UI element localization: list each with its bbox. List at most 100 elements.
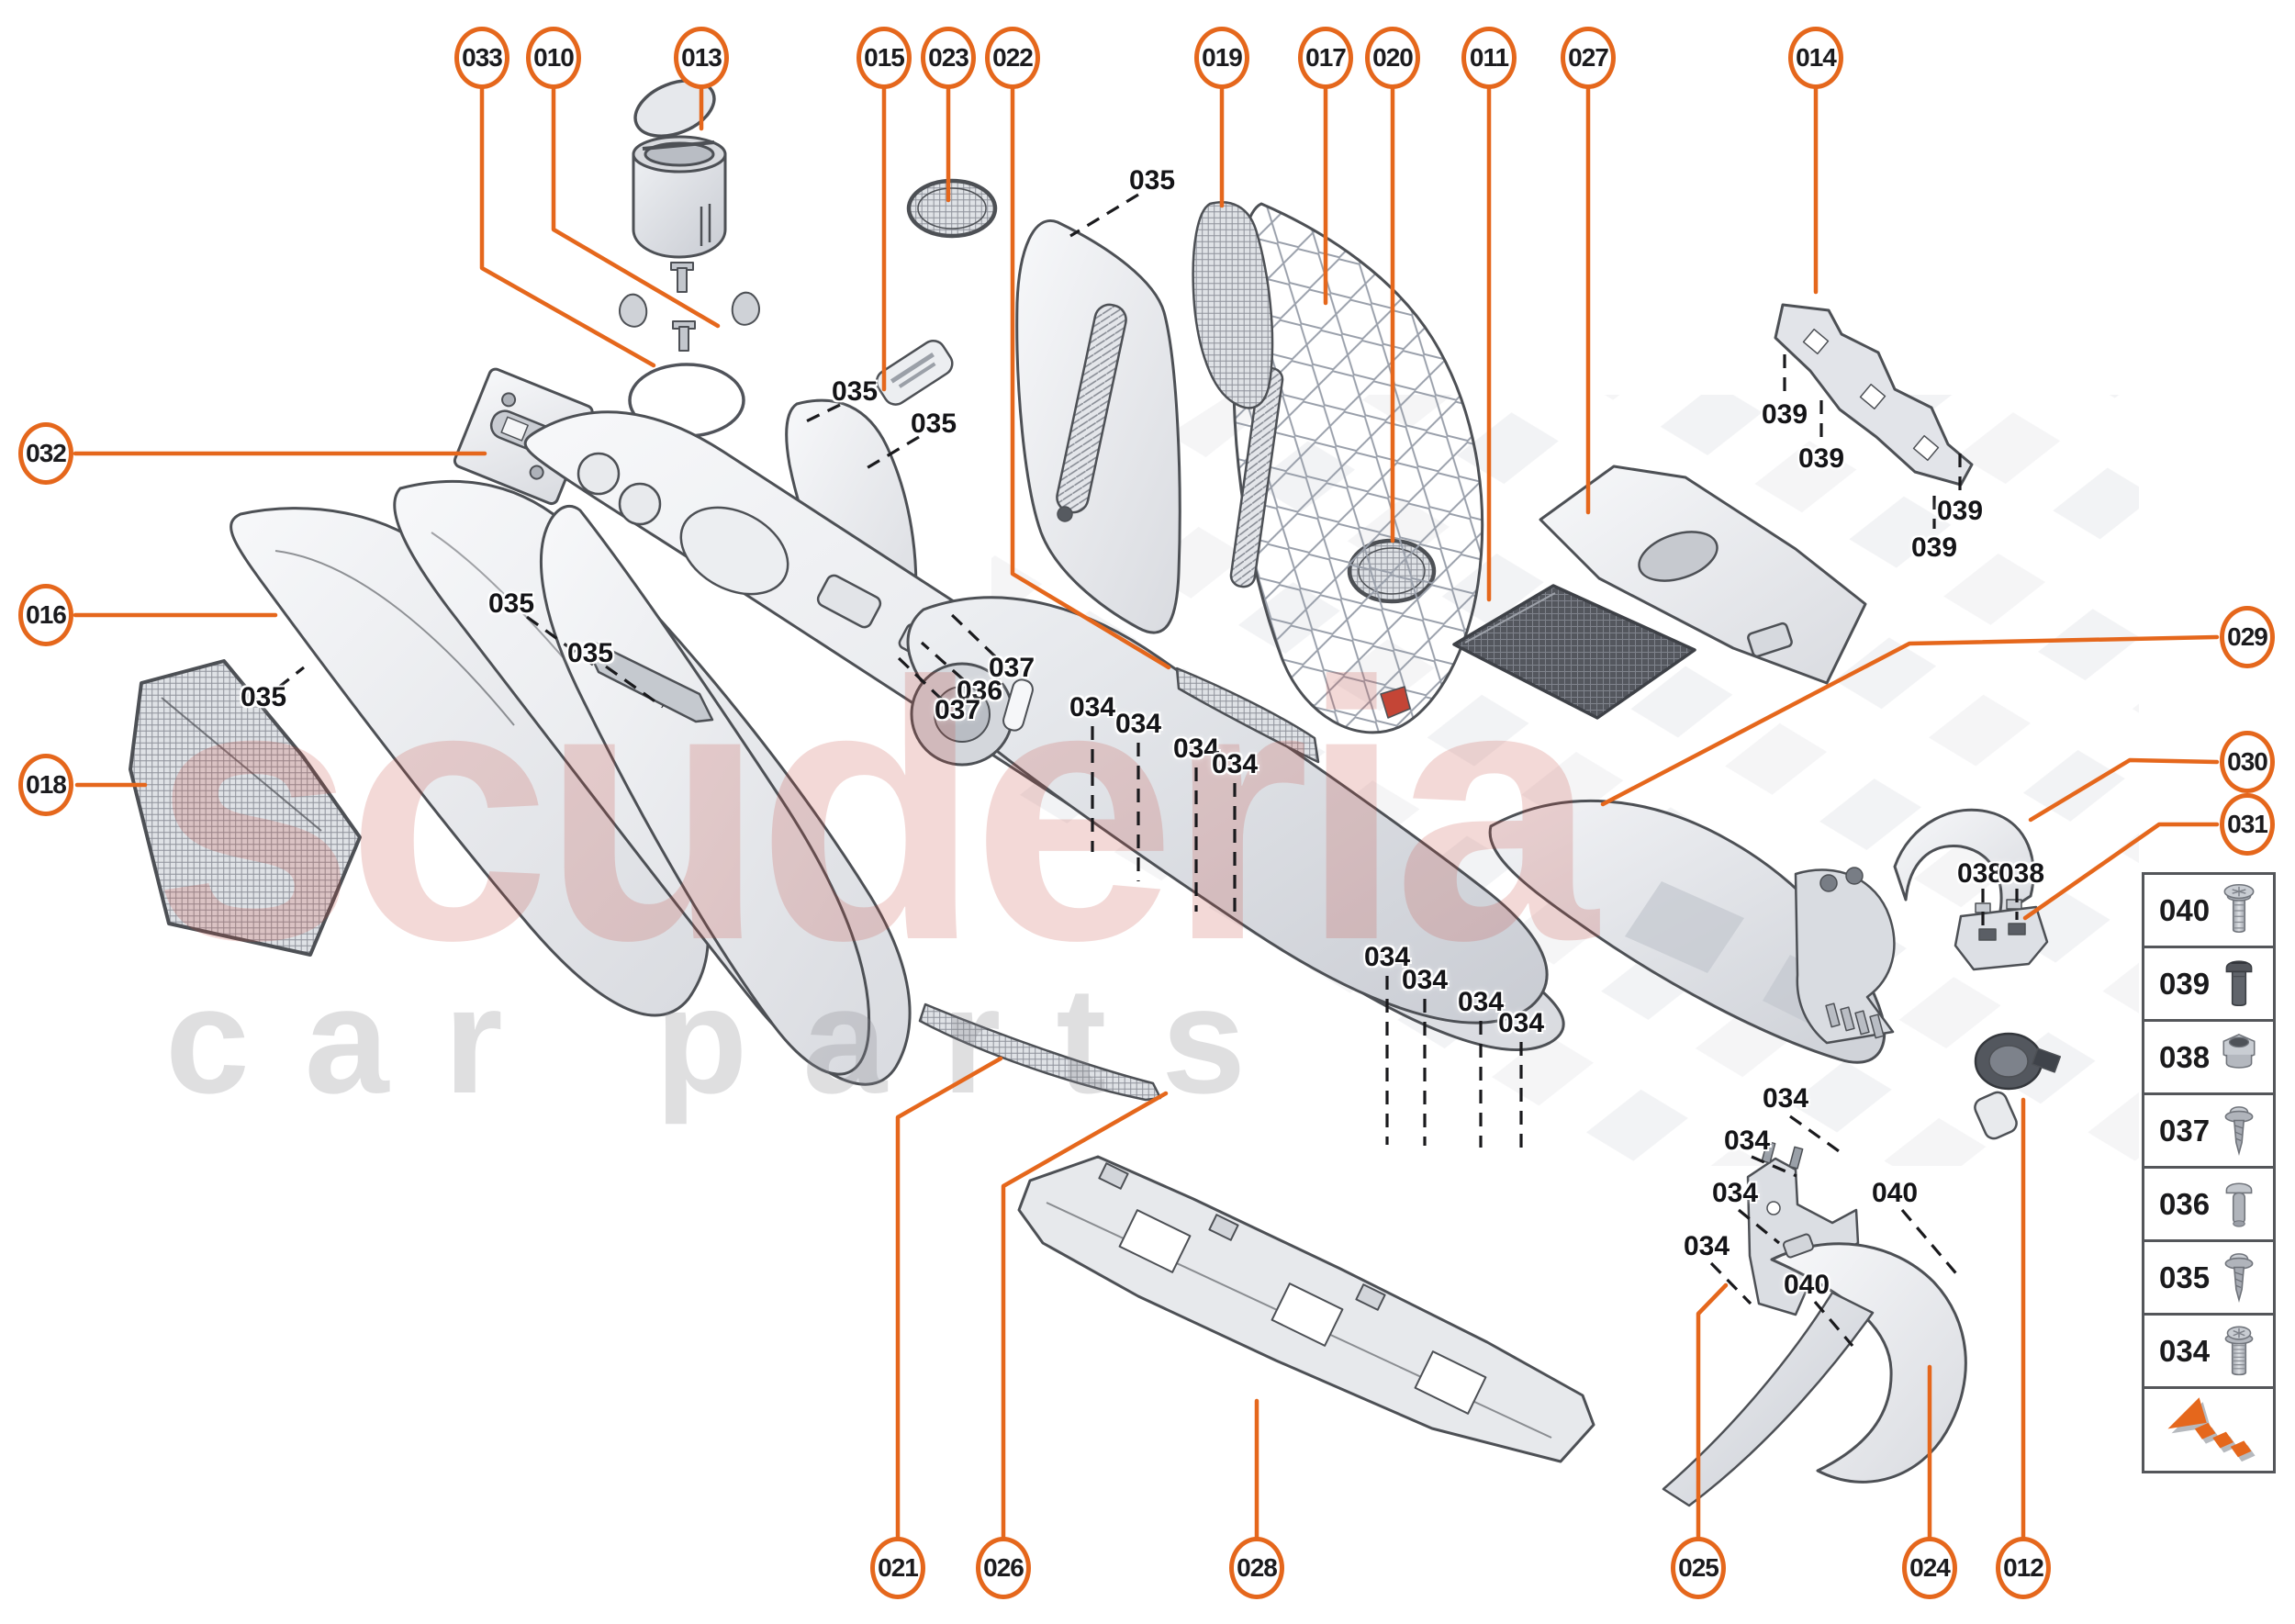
callout-024[interactable]: 024 (1902, 1537, 1957, 1599)
dashed-pointer-035-0 (1069, 193, 1139, 238)
leader-line-029 (1600, 634, 2220, 807)
callout-022[interactable]: 022 (985, 27, 1040, 89)
callout-number: 025 (1678, 1553, 1719, 1582)
callout-030[interactable]: 030 (2220, 731, 2275, 793)
callout-number: 016 (26, 600, 67, 629)
part-bottom-support-tray (1017, 1155, 1595, 1463)
part-number-label-040: 040 (1871, 1178, 1919, 1208)
part-number-label-039: 039 (1936, 496, 1984, 526)
legend-row-035[interactable]: 035 (2144, 1242, 2273, 1316)
legend-row-036[interactable]: 036 (2144, 1169, 2273, 1242)
callout-014[interactable]: 014 (1788, 27, 1843, 89)
fastener-legend-table: 040 039 038 037 036 035 034 (2142, 872, 2276, 1473)
part-number-label-034: 034 (1497, 1008, 1545, 1038)
part-ashtray-cup (632, 79, 727, 259)
part-number-label-039: 039 (1761, 399, 1808, 430)
part-rear-trim-swoosh (1662, 1233, 1967, 1507)
part-number-label-036: 036 (956, 676, 1003, 706)
callout-number: 018 (26, 770, 67, 799)
part-cigarette-lighter (1974, 1032, 2062, 1140)
leader-line-026 (1001, 1091, 1169, 1540)
dashed-pointer-035-3 (526, 615, 594, 666)
callout-number: 011 (1469, 43, 1509, 72)
legend-row-038[interactable]: 038 (2144, 1022, 2273, 1095)
part-badge-plate (875, 339, 954, 406)
dashed-pointer-034-25 (1737, 1208, 1781, 1245)
dashed-pointer-040-28 (1813, 1300, 1854, 1348)
callout-018[interactable]: 018 (18, 754, 73, 816)
callout-031[interactable]: 031 (2220, 793, 2275, 856)
callout-025[interactable]: 025 (1671, 1537, 1726, 1599)
part-number-label-034: 034 (1683, 1231, 1730, 1261)
part-number-label-034: 034 (1723, 1126, 1771, 1156)
dashed-pointer-035-2 (866, 435, 920, 470)
legend-part-number: 039 (2159, 966, 2211, 1001)
callout-032[interactable]: 032 (18, 422, 73, 485)
callout-015[interactable]: 015 (856, 27, 912, 89)
legend-row-037[interactable]: 037 (2144, 1095, 2273, 1169)
callout-026[interactable]: 026 (976, 1537, 1031, 1599)
callout-019[interactable]: 019 (1194, 27, 1249, 89)
callout-012[interactable]: 012 (1996, 1537, 2051, 1599)
bolt-threaded-icon (2224, 1326, 2254, 1375)
legend-part-number: 034 (2159, 1333, 2211, 1368)
legend-part-number: 035 (2159, 1260, 2211, 1294)
legend-part-number: 040 (2159, 892, 2211, 927)
part-number-label-034: 034 (1711, 1178, 1759, 1208)
callout-number: 013 (681, 43, 722, 72)
callout-number: 031 (2227, 810, 2268, 838)
leader-line-025 (1696, 1282, 1729, 1540)
callout-023[interactable]: 023 (921, 27, 976, 89)
dashed-pointer-034-24 (1751, 1155, 1797, 1178)
part-number-label-035: 035 (1128, 165, 1176, 196)
rivet-dome-icon (2225, 1182, 2253, 1227)
leader-line-033 (479, 84, 656, 368)
part-armrest-hinge (1794, 867, 1896, 1045)
legend-row-034[interactable]: 034 (2144, 1316, 2273, 1389)
callout-020[interactable]: 020 (1365, 27, 1420, 89)
leader-line-010 (551, 84, 721, 329)
dashed-pointer-036-7 (920, 641, 965, 681)
callout-number: 014 (1796, 43, 1837, 72)
callout-027[interactable]: 027 (1561, 27, 1616, 89)
callout-029[interactable]: 029 (2220, 606, 2275, 668)
part-console-lower-shell (906, 596, 1549, 1025)
legend-row-040[interactable]: 040 (2144, 875, 2273, 948)
callout-033[interactable]: 033 (454, 27, 509, 89)
callout-013[interactable]: 013 (674, 27, 729, 89)
dashed-pointer-034-23 (1789, 1114, 1842, 1155)
dashed-pointer-035-4 (605, 665, 664, 709)
callout-016[interactable]: 016 (18, 584, 73, 646)
callout-021[interactable]: 021 (870, 1537, 925, 1599)
part-number-label-037: 037 (988, 653, 1036, 683)
callout-number: 023 (928, 43, 969, 72)
callout-number: 033 (462, 43, 503, 72)
callout-number: 029 (2227, 622, 2268, 651)
leader-line-021 (895, 1056, 1003, 1540)
legend-brand-logo-cell[interactable] (2144, 1389, 2273, 1471)
legend-part-number: 037 (2159, 1113, 2211, 1148)
callout-017[interactable]: 017 (1298, 27, 1353, 89)
rivet-dark-icon (2225, 959, 2253, 1006)
callout-028[interactable]: 028 (1229, 1537, 1284, 1599)
dashed-pointer-037-6 (947, 610, 997, 658)
watermark-brand-text: scuderia (151, 606, 1600, 1016)
part-mounting-bracket-rail (1774, 303, 1974, 487)
screw-pointed-icon (2224, 1105, 2254, 1154)
dashed-pointer-035-1 (800, 403, 841, 426)
callout-010[interactable]: 010 (526, 27, 581, 89)
part-number-label-035: 035 (566, 638, 614, 668)
part-speaker-grille-left (906, 178, 998, 239)
callout-number: 020 (1372, 43, 1414, 72)
legend-row-039[interactable]: 039 (2144, 948, 2273, 1022)
dashed-pointer-035-5 (277, 666, 305, 689)
part-fixing-clips (619, 262, 760, 352)
callout-number: 028 (1237, 1553, 1278, 1582)
part-number-label-034: 034 (1211, 749, 1259, 779)
callout-number: 012 (2003, 1553, 2044, 1582)
part-number-label-038: 038 (1956, 858, 2004, 889)
callout-number: 010 (533, 43, 575, 72)
callout-011[interactable]: 011 (1461, 27, 1517, 89)
callout-number: 026 (983, 1553, 1024, 1582)
